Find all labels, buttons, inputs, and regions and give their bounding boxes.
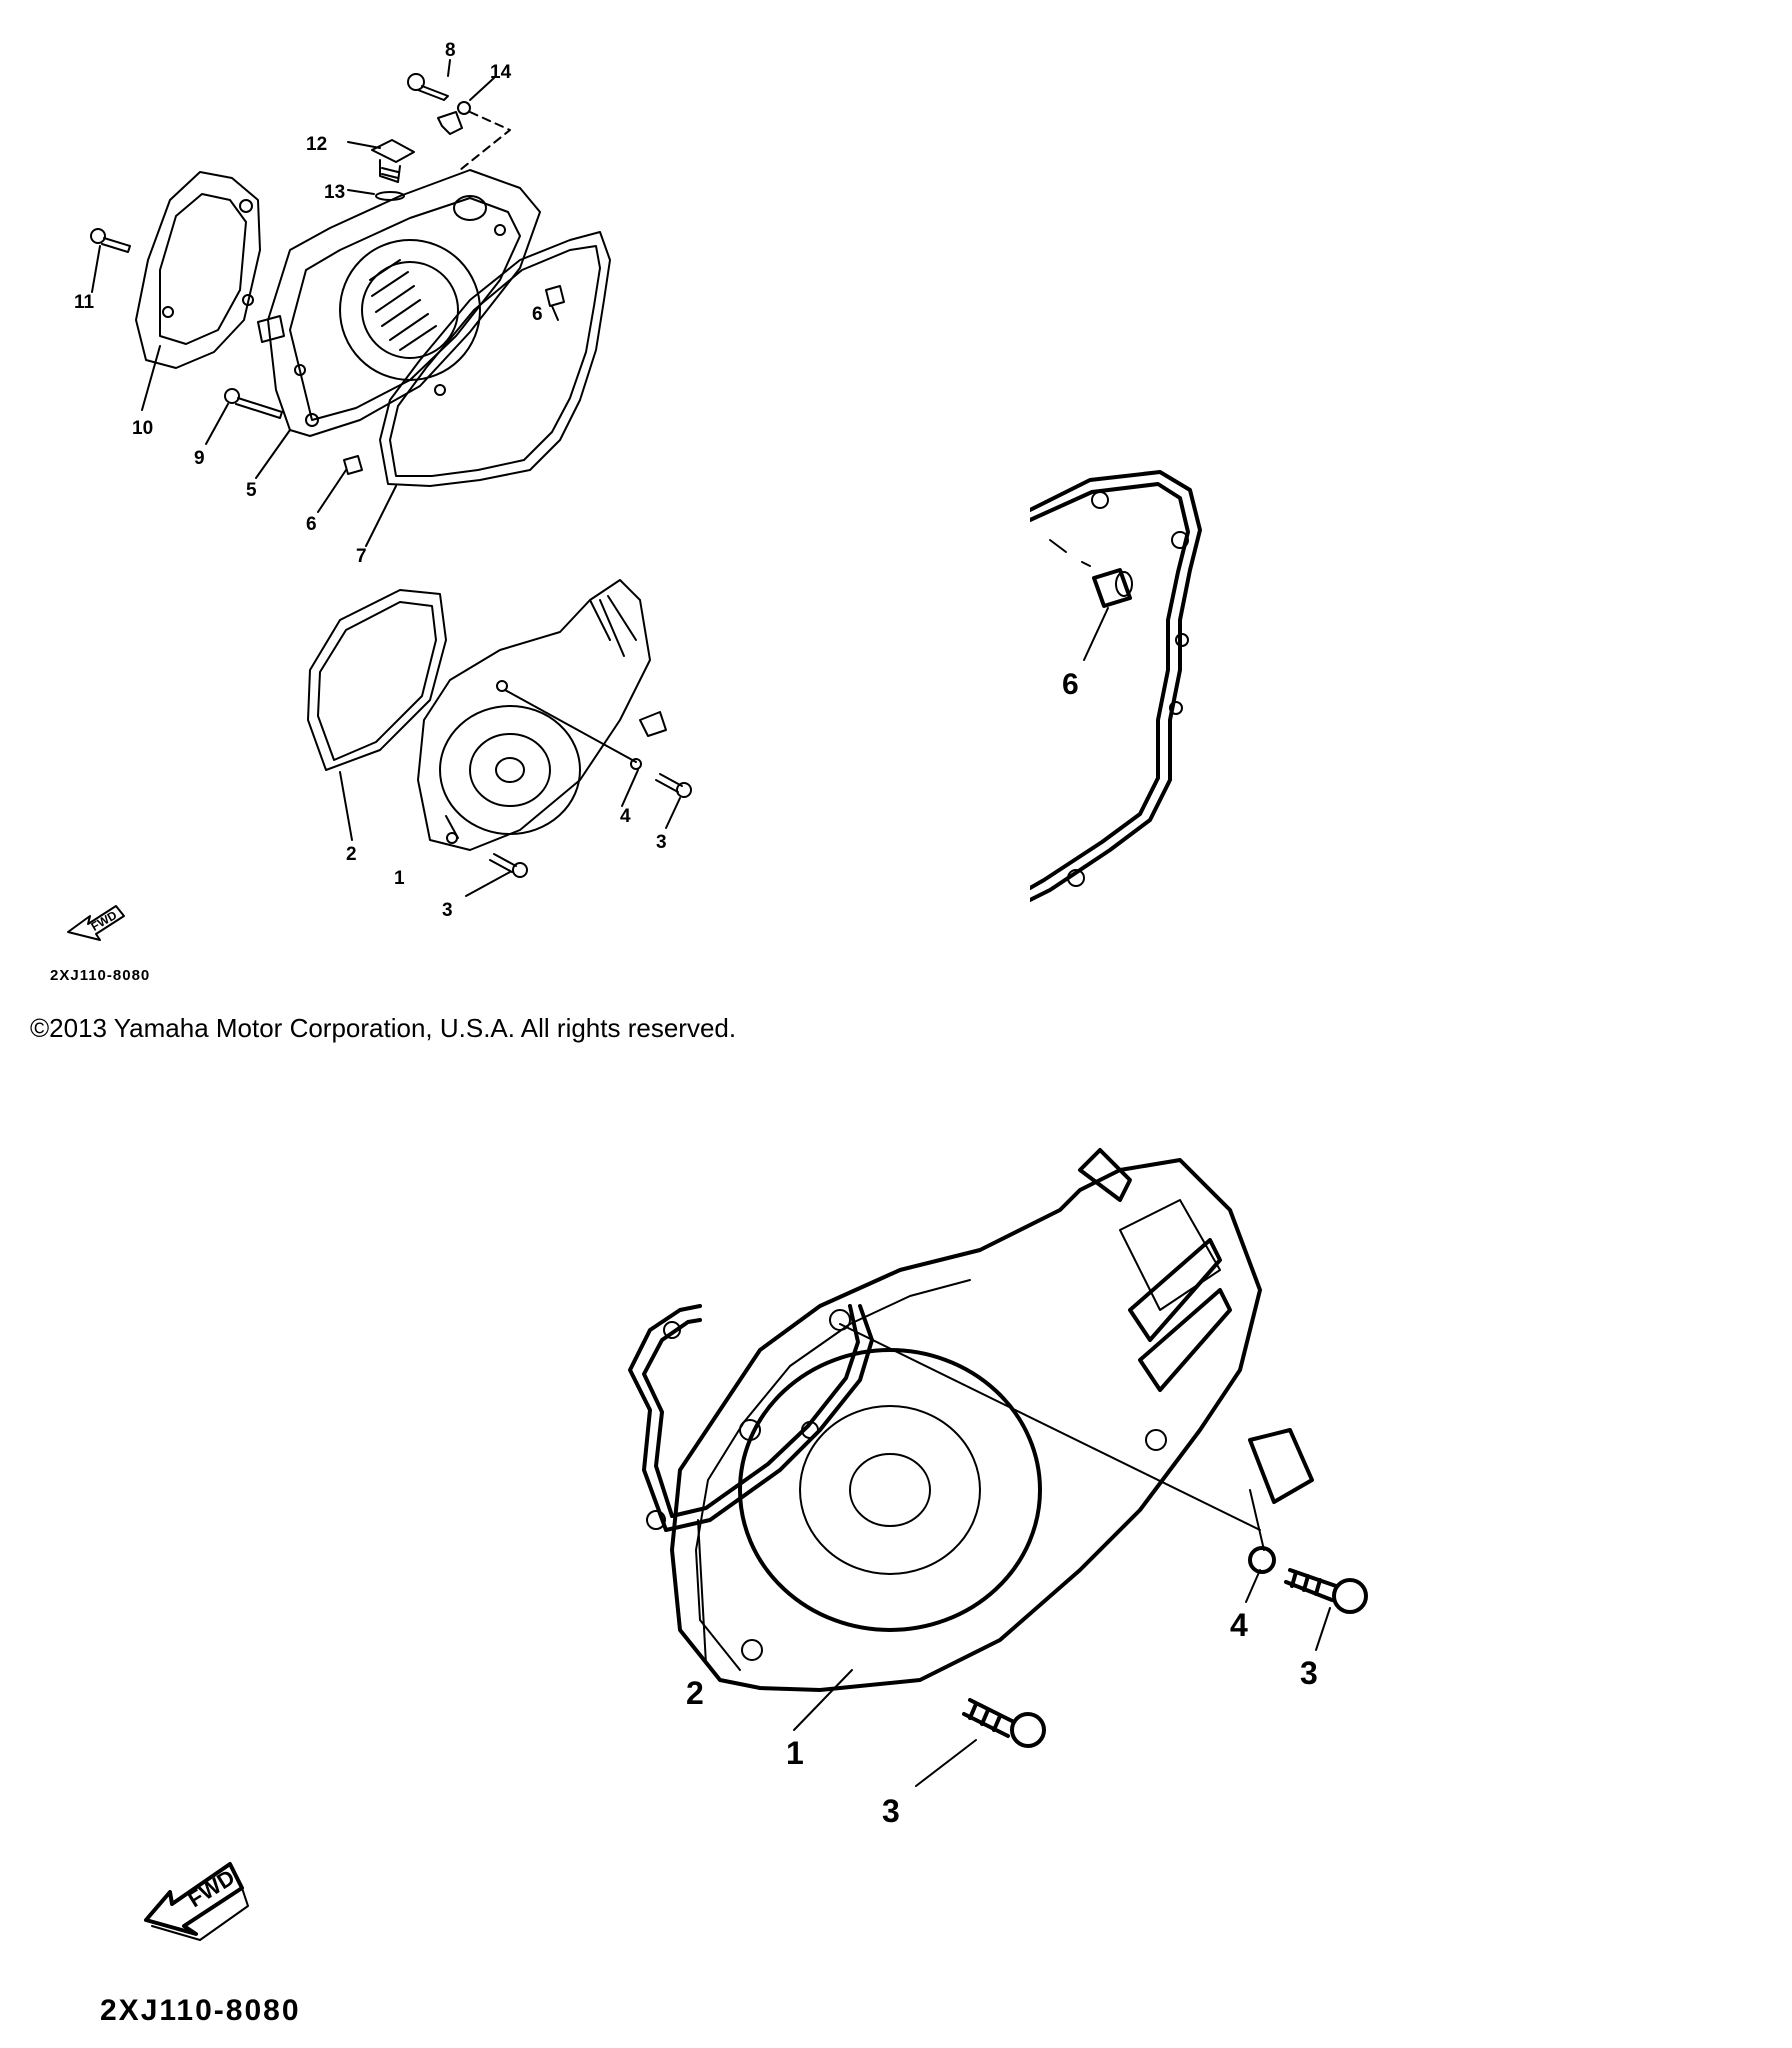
bolt-11 [90,228,131,253]
crankcase-cover-5 [257,169,541,437]
zoom-callout-3-lower: 3 [882,1793,900,1829]
callout-5: 5 [246,480,257,501]
callout-9: 9 [194,448,205,469]
zoom-callout-2: 2 [686,1675,704,1711]
fwd-arrow-icon-large: FWD [144,1862,249,1941]
diagram-code-large: 2XJ110-8080 [100,1994,301,2027]
bolt-3-b [489,853,528,878]
gasket-2 [307,589,447,771]
copyright-notice: ©2013 Yamaha Motor Corporation, U.S.A. A… [30,1013,737,1043]
callout-6-upper: 6 [532,304,543,325]
bolt-3-zoom-lower [962,1698,1046,1748]
fwd-label-large: FWD [183,1865,239,1913]
fwd-code-large: FWD 2XJ110-8080 [100,1862,301,2027]
bolt-9 [224,388,283,419]
callout-12: 12 [306,134,327,155]
bolt-3-a [655,773,692,798]
gasket-7 [379,231,611,487]
generator-cover-1-zoom [670,1148,1262,1692]
callout-3-lower: 3 [442,900,453,921]
callout-4: 4 [620,806,631,827]
diagram-code-small: 2XJ110-8080 [50,967,150,984]
callout-7: 7 [356,546,367,567]
callout-13: 13 [324,182,345,203]
overview-drawing: 8 14 12 13 11 10 9 5 6 6 7 2 1 4 3 3 FWD… [50,40,692,984]
zoom-dowel-drawing: 6 [1030,470,1202,902]
cover-outer-ring [738,1348,1042,1632]
callout-11: 11 [74,292,95,313]
overview-leaders [91,59,681,897]
zoom-callout-3-right: 3 [1300,1655,1318,1691]
generator-cover-1 [417,579,651,851]
callout-2: 2 [346,844,357,865]
callout-1: 1 [394,868,405,889]
dowel-pin-6-zoom [1092,568,1133,608]
callout-10: 10 [132,418,153,439]
oil-filler-plug-12 [371,139,415,201]
dowel-pin-6-a [343,455,363,475]
zoom-detail-generator-cover: 2 1 4 3 3 [560,1110,1420,1910]
zoom-callout-6: 6 [1062,668,1079,701]
zoom-cover-drawing: 2 1 4 3 3 [628,1148,1368,1829]
gasket-2-zoom [628,1304,874,1532]
callout-6-lower: 6 [306,514,317,535]
zoom-detail-dowel-pin: 6 [1030,380,1290,920]
zoom-callout-4: 4 [1230,1607,1248,1643]
zoom-callout-1: 1 [786,1735,804,1771]
callout-3-right: 3 [656,832,667,853]
overview-diagram: 8 14 12 13 11 10 9 5 6 6 7 2 1 4 3 3 FWD… [0,0,1200,1000]
callout-8: 8 [445,40,456,61]
clamp-4-zoom [1248,1428,1314,1574]
bolt-3-zoom-right [1284,1568,1368,1614]
clamp-4 [504,689,667,770]
fwd-arrow-icon: FWD [67,905,125,941]
bolt-8 [407,73,449,101]
clamp-14 [437,101,511,171]
callout-14: 14 [490,62,512,83]
dowel-pin-6-b [545,285,565,307]
zoom-cover-leaders [697,1519,1331,1787]
cover-10 [135,171,261,369]
